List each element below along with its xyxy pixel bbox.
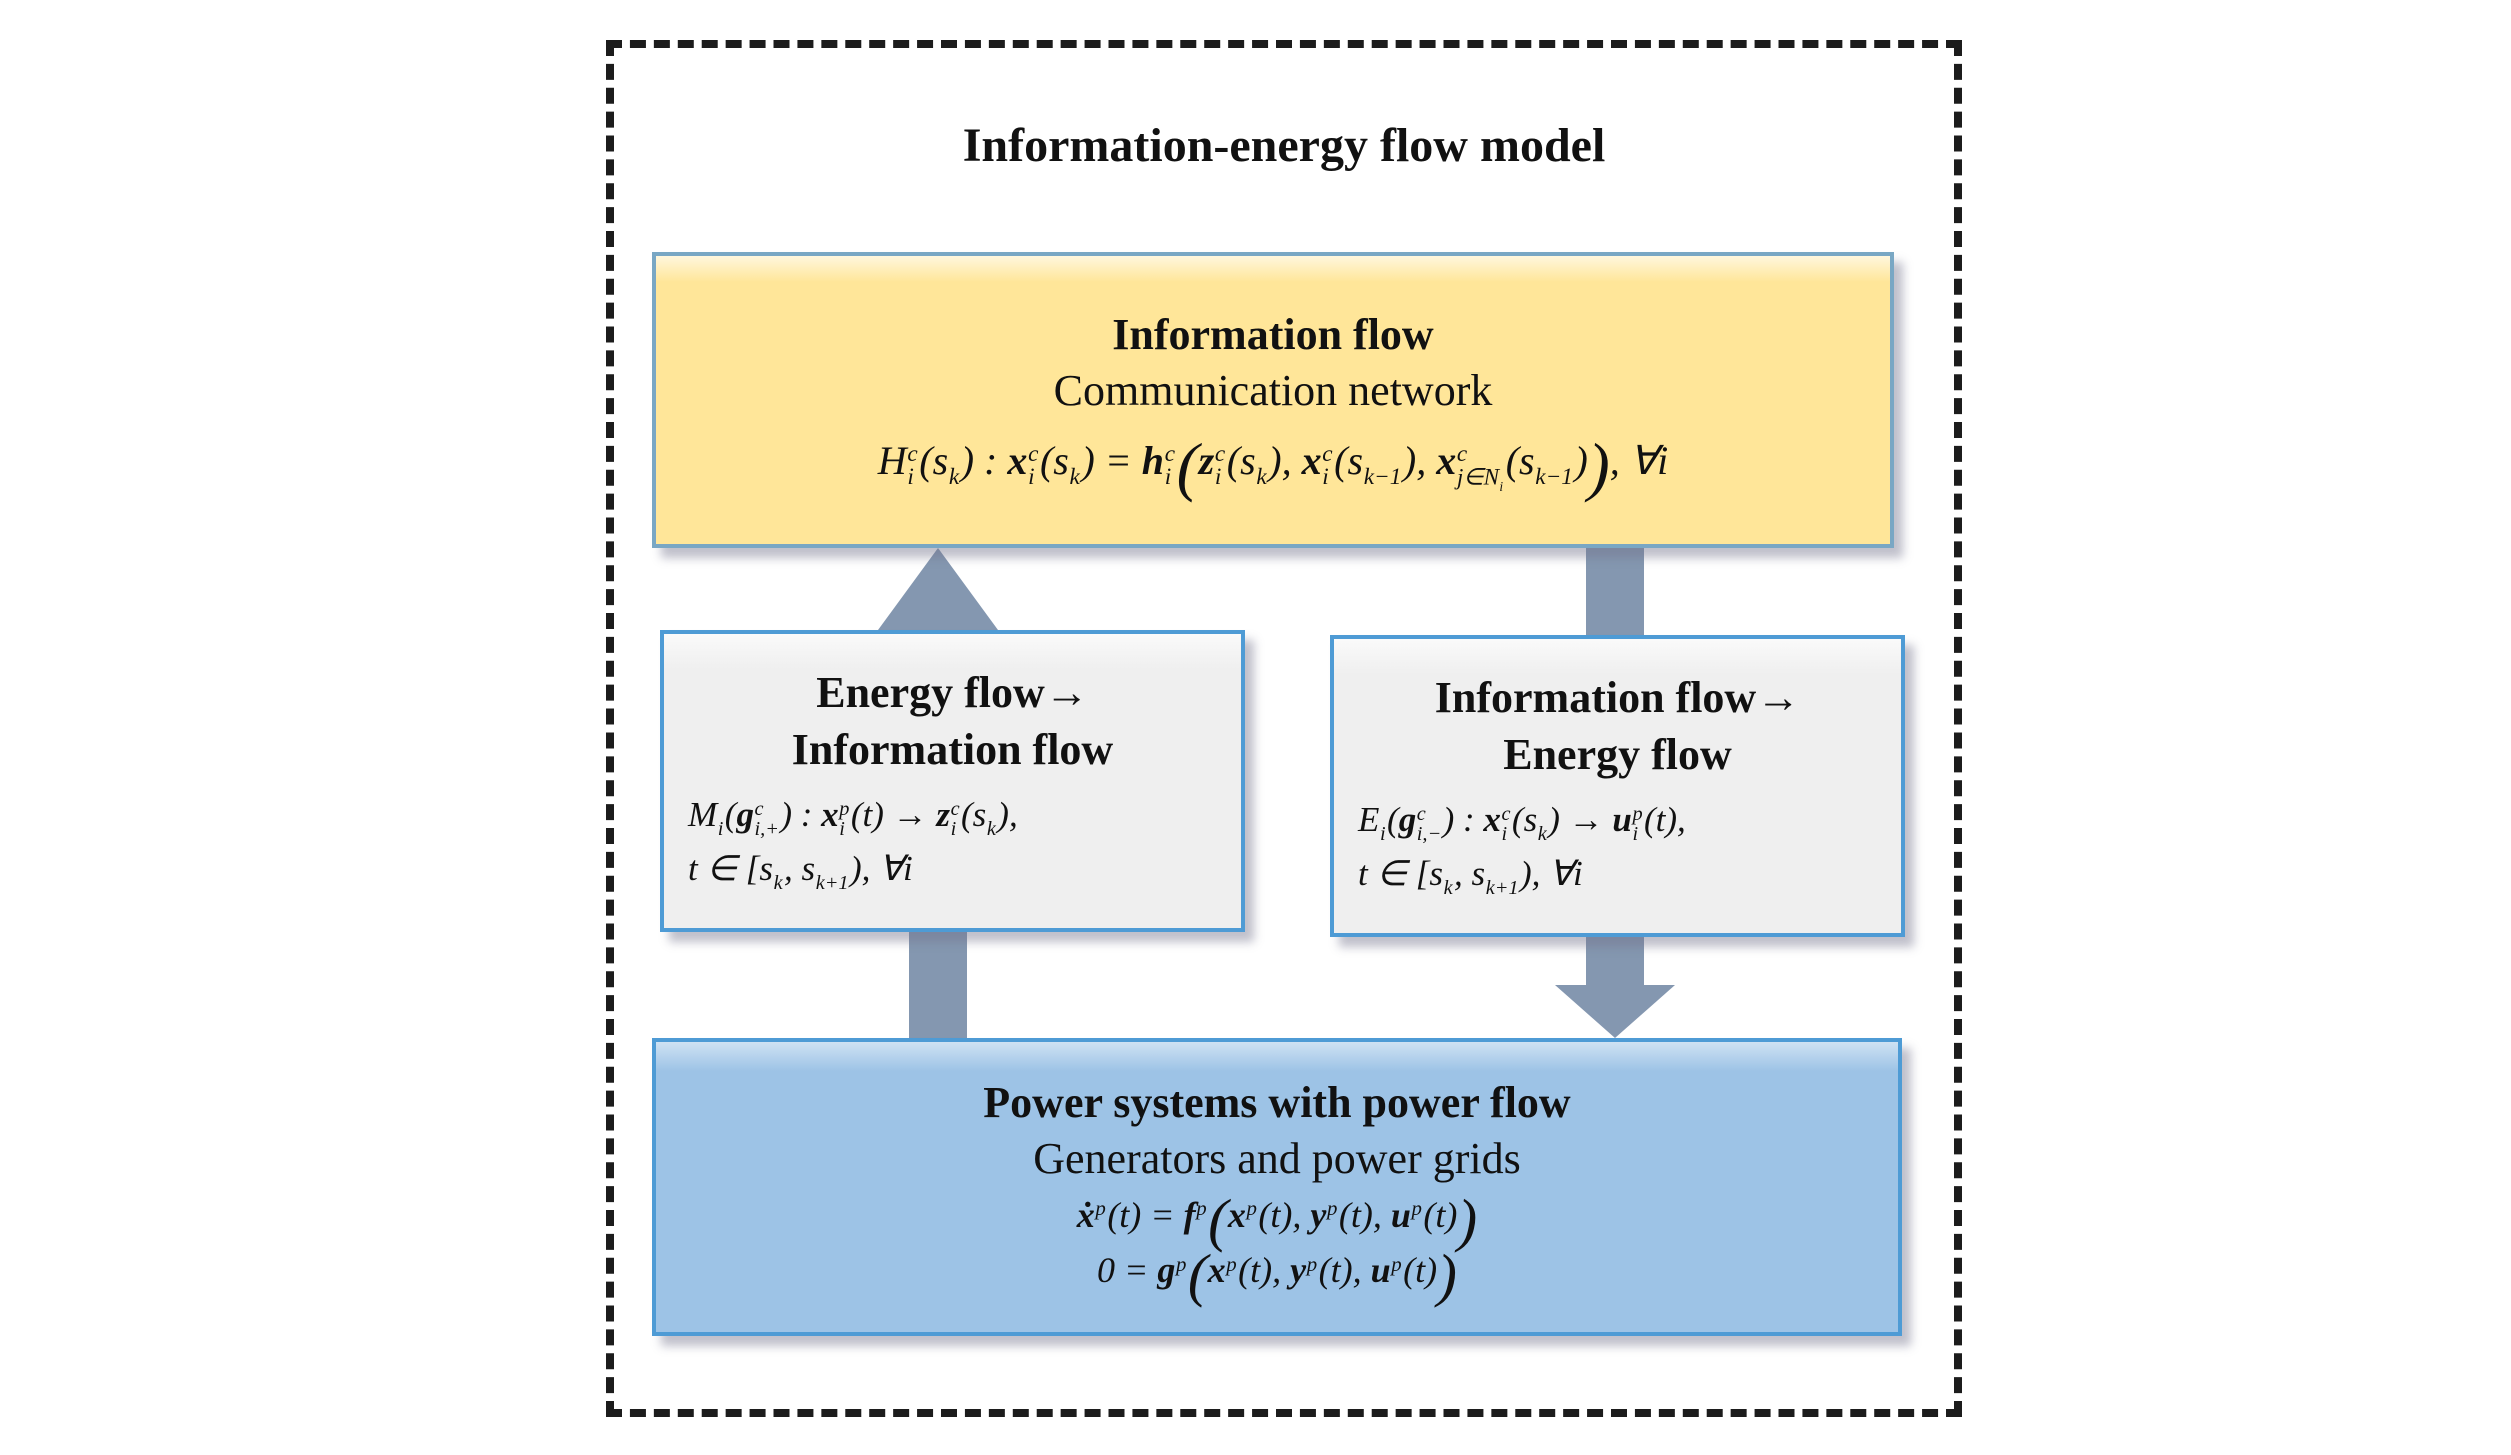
energy-to-information-formula-line2: t ∈ [s k, s k+1), ∀i	[688, 849, 913, 895]
diagram-title: Information-energy flow model	[962, 119, 1606, 172]
energy-to-information-heading-line2: Information flow	[791, 724, 1114, 774]
model-boundary-dashed-frame	[606, 40, 1962, 1417]
generators-subheading: Generators and power grids	[1033, 1134, 1521, 1184]
information-flow-heading: Information flow	[1112, 310, 1434, 359]
communication-network-subheading: Communication network	[1053, 366, 1493, 416]
up-arrow-head-icon	[878, 548, 998, 630]
information-to-energy-formula-line2: t ∈ [s k, s k+1), ∀i	[1358, 854, 1583, 900]
energy-to-information-heading-line1: Energy flow→	[816, 668, 1089, 718]
power-systems-heading: Power systems with power flow	[983, 1077, 1571, 1127]
information-flow-box: Information flow Communication network H…	[652, 252, 1894, 548]
information-to-energy-heading-line1: Information flow→	[1434, 673, 1801, 723]
down-arrow-head-icon	[1555, 985, 1675, 1038]
power-systems-box: Power systems with power flow Generators…	[652, 1038, 1902, 1336]
information-to-energy-heading-line2: Energy flow	[1503, 729, 1732, 779]
